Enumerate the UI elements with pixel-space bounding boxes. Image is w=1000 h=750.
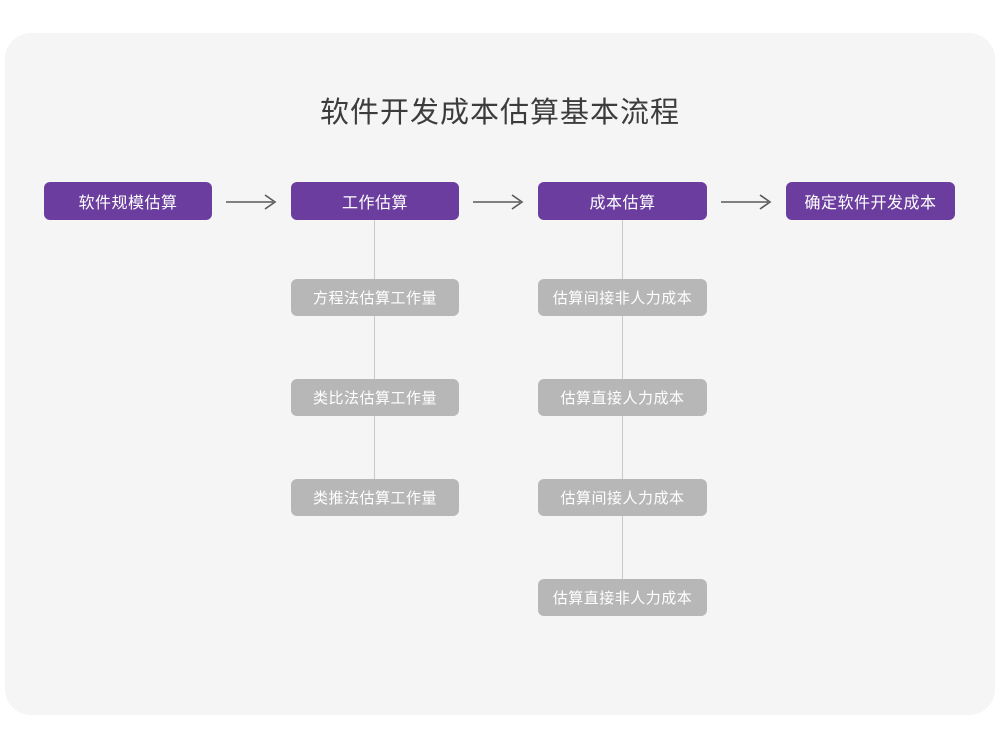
node-work-equation-method[interactable]: 方程法估算工作量 [291,279,459,316]
node-work-analogy-inference-method[interactable]: 类推法估算工作量 [291,479,459,516]
node-work-analogy-method[interactable]: 类比法估算工作量 [291,379,459,416]
node-label: 工作估算 [341,195,408,212]
node-label: 方程法估算工作量 [312,290,437,307]
node-step1-software-scale-estimation[interactable]: 软件规模估算 [44,182,212,220]
node-label: 类推法估算工作量 [312,490,437,507]
node-label: 估算间接人力成本 [560,490,685,507]
node-step3-cost-estimation[interactable]: 成本估算 [538,182,707,220]
node-label: 类比法估算工作量 [312,390,437,407]
node-label: 确定软件开发成本 [804,195,937,212]
node-label: 估算间接非人力成本 [552,290,693,307]
node-cost-indirect-nonlabor[interactable]: 估算间接非人力成本 [538,279,707,316]
arrow-step3-to-step4 [720,192,776,212]
node-cost-direct-labor[interactable]: 估算直接人力成本 [538,379,707,416]
connector-line-work-column [374,219,375,498]
node-step2-effort-estimation[interactable]: 工作估算 [291,182,459,220]
node-label: 成本估算 [589,195,656,212]
arrow-step2-to-step3 [472,192,528,212]
node-cost-direct-nonlabor[interactable]: 估算直接非人力成本 [538,579,707,616]
page-title: 软件开发成本估算基本流程 [319,97,680,129]
node-label: 估算直接人力成本 [560,390,685,407]
node-label: 软件规模估算 [78,195,178,212]
node-label: 估算直接非人力成本 [552,590,693,607]
node-cost-indirect-labor[interactable]: 估算间接人力成本 [538,479,707,516]
card-background [5,33,995,715]
node-step4-determine-development-cost[interactable]: 确定软件开发成本 [786,182,955,220]
arrow-step1-to-step2 [225,192,281,212]
